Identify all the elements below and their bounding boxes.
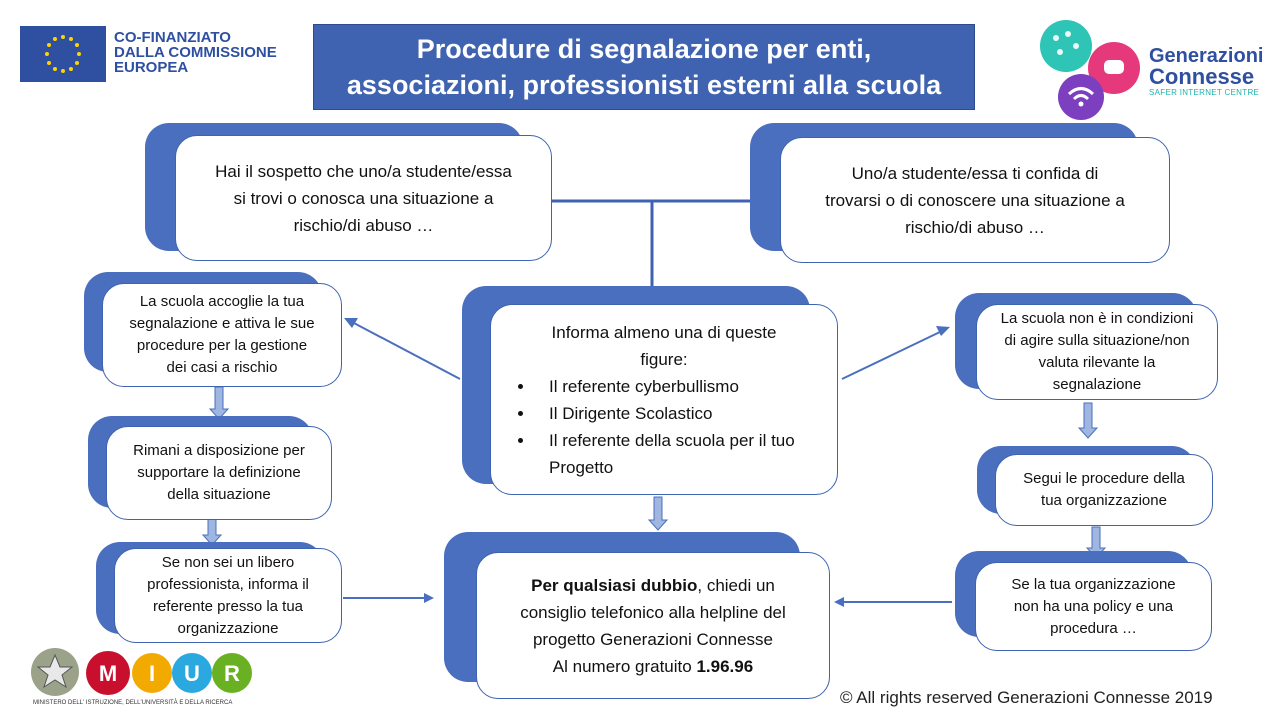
list-item: Il referente cyberbullismo xyxy=(535,373,819,400)
title-line-1: Procedure di segnalazione per enti, xyxy=(416,34,872,64)
down-arrow-left-1 xyxy=(208,386,230,420)
helpline-line-4: Al numero gratuito 1.96.96 xyxy=(520,653,786,680)
remain-available-box: Rimani a disposizione per supportare la … xyxy=(106,426,332,520)
eu-text-line: EUROPEA xyxy=(114,59,189,76)
box-text-line: procedure per la gestione xyxy=(136,337,308,354)
eu-text-line: CO-FINANZIATO xyxy=(114,29,231,46)
inform-intro-line: Informa almeno una di queste xyxy=(551,322,777,342)
down-arrow-center xyxy=(647,496,669,531)
box-text-line: rischio/di abuso … xyxy=(905,217,1045,237)
miur-letter: M xyxy=(99,661,117,686)
box-text-line: dei casi a rischio xyxy=(166,359,278,376)
box-text-line: referente presso la tua xyxy=(152,597,304,615)
ministry-caption: MINISTERO DELL' ISTRUZIONE, DELL'UNIVERS… xyxy=(33,700,233,706)
follow-procedures-box: Segui le procedure della tua organizzazi… xyxy=(995,454,1213,526)
miur-letter: I xyxy=(149,661,155,686)
eu-cofinanced-text: CO-FINANZIATO DALLA COMMISSIONE EUROPEA xyxy=(114,30,277,75)
arrow-to-right xyxy=(841,330,943,380)
helpline-bold-text: Per qualsiasi dubbio xyxy=(531,575,698,595)
box-text-line: non ha una policy e una xyxy=(1013,597,1174,615)
box-text-line: trovarsi o di conoscere una situazione a xyxy=(825,190,1125,210)
box-text-line: Rimani a disposizione per xyxy=(133,442,305,459)
helpline-line-3: progetto Generazioni Connesse xyxy=(532,629,774,649)
helpline-text: , chiedi un xyxy=(697,575,775,595)
arrowhead-right-helpline xyxy=(834,597,844,607)
box-text-line: Uno/a studente/essa ti confida di xyxy=(851,163,1099,183)
page-title: Procedure di segnalazione per enti, asso… xyxy=(313,24,975,110)
suspicion-box: Hai il sospetto che uno/a studente/essa … xyxy=(175,135,552,261)
box-text-line: valuta rilevante la xyxy=(1038,354,1156,371)
school-cannot-act-box: La scuola non è in condizioni di agire s… xyxy=(976,304,1218,400)
box-text-line: Hai il sospetto che uno/a studente/essa xyxy=(215,161,512,181)
eu-flag-logo xyxy=(20,26,106,82)
arrowhead-left-helpline xyxy=(424,593,434,603)
brand-name-line1: Generazioni xyxy=(1149,45,1264,67)
brand-name-line2: Connesse xyxy=(1149,64,1255,89)
arrowhead-right xyxy=(936,326,950,336)
box-text-line: professionista, informa il xyxy=(147,575,309,593)
box-text-line: procedura … xyxy=(1050,619,1137,637)
helpline-number-prefix: Al numero gratuito xyxy=(552,656,697,676)
school-accepts-box: La scuola accoglie la tua segnalazione e… xyxy=(102,283,342,387)
copyright-text: © All rights reserved Generazioni Connes… xyxy=(840,688,1213,707)
box-text-line: segnalazione e attiva le sue xyxy=(129,315,315,332)
arrow-to-left xyxy=(351,321,461,380)
box-text-line: La scuola non è in condizioni xyxy=(1000,310,1194,327)
miur-logo: M I U R xyxy=(31,648,252,696)
confide-box: Uno/a studente/essa ti confida di trovar… xyxy=(780,137,1170,263)
no-policy-box: Se la tua organizzazione non ha una poli… xyxy=(975,562,1212,651)
miur-letter: U xyxy=(184,661,200,686)
box-text-line: si trovi o conosca una situazione a xyxy=(233,188,494,208)
box-text-line: Se non sei un libero xyxy=(161,553,295,571)
helpline-line-1: Per qualsiasi dubbio, chiedi un xyxy=(520,572,786,599)
down-arrow-right-1 xyxy=(1077,402,1099,439)
box-text-line: supportare la definizione xyxy=(137,464,301,481)
inform-referent-box: Se non sei un libero professionista, inf… xyxy=(114,548,342,643)
list-item: Il referente della scuola per il tuo Pro… xyxy=(535,427,819,481)
inform-list: Il referente cyberbullismo Il Dirigente … xyxy=(509,373,819,481)
box-text-line: organizzazione xyxy=(177,619,279,637)
box-text-line: segnalazione xyxy=(1052,376,1142,393)
inform-box: Informa almeno una di queste figure: Il … xyxy=(490,304,838,495)
box-text-line: La scuola accoglie la tua xyxy=(139,293,305,310)
helpline-box: Per qualsiasi dubbio, chiedi un consigli… xyxy=(476,552,830,699)
miur-letter: R xyxy=(224,661,240,686)
list-item: Il Dirigente Scolastico xyxy=(535,400,819,427)
people-icon xyxy=(1040,20,1092,72)
eu-text-line: DALLA COMMISSIONE xyxy=(114,44,277,61)
box-text-line: Segui le procedure della xyxy=(1023,470,1185,487)
arrowhead-left xyxy=(344,318,358,328)
title-line-2: associazioni, professionisti esterni all… xyxy=(346,70,942,100)
box-text-line: della situazione xyxy=(167,486,271,503)
brand-tagline: SAFER INTERNET CENTRE xyxy=(1149,88,1260,97)
generazioni-connesse-logo xyxy=(1040,20,1140,120)
helpline-line-2: consiglio telefonico alla helpline del xyxy=(520,602,786,622)
helpline-number: 1.96.96 xyxy=(696,656,754,676)
box-text-line: di agire sulla situazione/non xyxy=(1004,332,1190,349)
box-text-line: tua organizzazione xyxy=(1041,492,1167,509)
box-text-line: Se la tua organizzazione xyxy=(1011,575,1176,593)
inform-intro-line: figure: xyxy=(640,349,688,369)
box-text-line: rischio/di abuso … xyxy=(293,215,434,235)
